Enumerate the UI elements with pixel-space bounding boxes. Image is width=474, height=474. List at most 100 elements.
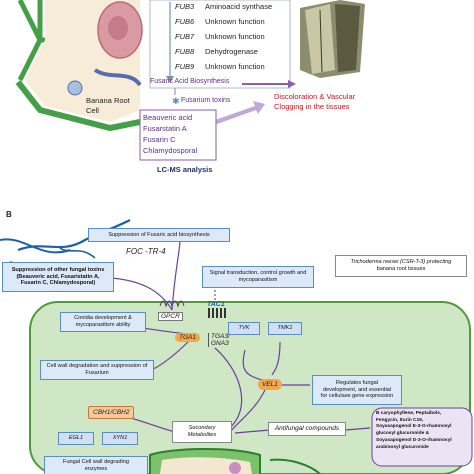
arrow-to-suppress-fusaric	[171, 239, 181, 311]
trichoderma-line2: banana root tissues	[376, 266, 426, 272]
cbh-badge: CBH1/CBH2	[88, 406, 135, 419]
gene-arrow-head	[166, 76, 174, 83]
cellwall-line1: Cell wall degradation and suppression of	[46, 363, 148, 370]
tga3-line2: GNA3	[211, 340, 229, 348]
root-organelle	[229, 462, 241, 474]
trichoderma-line1: Trichoderma reesei (CSR-T-3) protecting	[350, 259, 452, 266]
stem-shadow	[335, 4, 360, 72]
compound-3: Soyasapogenol E-3-O-rhamnosyl	[376, 424, 452, 430]
fusarium-hypha-2	[0, 238, 71, 254]
toxin-4: Chlamydosporal	[143, 146, 198, 155]
signal-box: Signal transduction, control growth and …	[202, 266, 314, 288]
toxin-1: Beauveric acid	[143, 113, 193, 122]
suppress-toxins-line3: Fusarin C, Chlamydosporal)	[20, 280, 96, 287]
root-wall-right	[269, 458, 321, 474]
arrow-antifungal-compounds	[344, 427, 371, 431]
compounds-box	[371, 407, 473, 467]
nucleolus	[108, 16, 128, 40]
gene-fub9: FUB9	[175, 62, 195, 71]
trichoderma-box: Trichoderma reesei (CSR-T-3) protecting …	[335, 255, 467, 277]
gene-fub9-function: Unknown function	[205, 62, 265, 71]
toxins-box	[139, 109, 217, 161]
arrow-metabolites-antifungal	[234, 429, 271, 434]
fungal-hypha	[93, 68, 142, 87]
conidia-box: Conidia development & mycoparasitism abi…	[60, 312, 146, 332]
tac1-label: TAC1	[207, 301, 225, 308]
stem-highlight	[305, 4, 335, 74]
compound-6: arabinosyl glucuronide	[376, 444, 429, 450]
antifungal-box: Antifungal compounds	[268, 422, 346, 436]
arrow-tmk1-vel1	[271, 341, 281, 376]
vel1-badge: VEL1	[258, 379, 282, 390]
signal-line2: mycoparasitism	[238, 277, 278, 283]
gene-fub3-function: Aminoacid synthase	[205, 2, 273, 11]
outcome-line1: Discoloration & Vascular	[274, 92, 356, 101]
outcome-line2: Clogging in the tissues	[274, 102, 350, 111]
biosynthesis-arrowhead	[288, 80, 296, 88]
gene-fub6: FUB6	[175, 17, 195, 26]
biosynthesis-label: Fusaric Acid Biosynthesis	[150, 78, 230, 85]
regulates-line2: development, and essential	[322, 386, 392, 393]
conidia-line2: mycoparasitism ability	[75, 322, 131, 328]
gene-fub6-function: Unknown function	[205, 17, 265, 26]
secondary-line2: Metabolites	[187, 432, 217, 438]
gene-fub8: FUB8	[175, 47, 195, 56]
gene-fub3: FUB3	[175, 2, 195, 11]
cell-label-line2: Cell	[86, 106, 99, 115]
signal-line1: Signal transduction, control growth and	[209, 270, 307, 277]
secondary-metabolites-box: Secondary Metabolites	[172, 421, 232, 443]
analysis-label: LC-MS analysis	[157, 165, 213, 174]
toxins-label: Fusarium toxins	[181, 97, 231, 104]
compound-4: glucosyl glucuronide &	[376, 431, 430, 437]
cellwall-box: Cell wall degradation and suppression of…	[40, 360, 154, 380]
cellwall-line2: Fusarium	[85, 370, 109, 376]
fcw-line1: Fungal Cell wall degrading	[63, 458, 129, 465]
compound-1: B caryophyllene, Peptaibols,	[376, 411, 442, 416]
trichoderma-cell	[29, 301, 471, 474]
root-cell-inner	[160, 457, 252, 474]
toxin-2: Fusarstatin A	[143, 124, 187, 133]
suppress-toxins-box: Suppression of other fungal toxins (Beau…	[2, 262, 114, 292]
gene-fub8-function: Dehydrogenase	[205, 47, 258, 56]
suppress-toxins-line2: (Beauveric acid, Fusaristatin A,	[16, 273, 100, 280]
gene-list-frame	[149, 0, 291, 89]
fcw-line2: enzymes	[84, 465, 108, 472]
vacuole	[67, 80, 83, 96]
egl1-box: EGL1	[58, 432, 94, 445]
gpcr-label: GPCR	[158, 312, 183, 321]
cell-wall-bottom	[15, 80, 151, 132]
suppress-fusaric-box: Suppression of Fusaric acid biosynthesis	[88, 228, 230, 242]
toxin-outcome-arrow	[215, 101, 265, 124]
arrow-tga3-metabolites	[214, 347, 243, 433]
tvk-box: TVK	[228, 322, 260, 335]
toxin-spark-icon: ✱	[172, 96, 180, 106]
gene-fub7: FUB7	[175, 32, 195, 41]
gene-fub7-function: Unknown function	[205, 32, 265, 41]
foc-label: FOC -TR-4	[126, 247, 166, 256]
panel-b-letter: B	[6, 210, 12, 219]
compounds-list: B caryophyllene, Peptaibols, Fengycin, I…	[376, 411, 452, 451]
regulates-box: Regulates fungal development, and essent…	[312, 375, 402, 405]
panel-b-graphics	[0, 219, 473, 474]
regulates-line1: Regulates fungal	[336, 379, 378, 386]
tmk1-box: TMK1	[268, 322, 302, 335]
tga1-badge: TGA1	[175, 333, 200, 342]
tga3-line1: TGA3/	[211, 333, 230, 340]
cell-label-line1: Banana Root	[86, 96, 130, 105]
stem-streak	[319, 9, 323, 73]
conidia-line1: Conidia development &	[74, 315, 132, 322]
arrow-tvk-vel1	[242, 349, 263, 381]
suppress-toxins-line1: Suppression of other fungal toxins	[11, 266, 105, 273]
arrow-vel1-metabolites	[229, 389, 266, 433]
secondary-line1: Secondary	[188, 425, 216, 432]
fcw-box: Fungal Cell wall degrading enzymes	[44, 456, 148, 474]
tga3-label: TGA3/ GNA3	[208, 333, 230, 348]
regulates-line3: for cellulase gene expression	[320, 393, 394, 400]
compound-2: Fengycin, Iturin C19,	[376, 417, 424, 423]
xyn1-box: XYN1	[102, 432, 138, 445]
arrow-to-suppress-toxins	[109, 277, 173, 311]
toxin-3: Fusarin C	[143, 135, 176, 144]
tac1-channel	[208, 308, 226, 318]
panel-a-graphics	[15, 0, 372, 161]
compound-5: Soyasapogenol D-3-O-rhamnosyl	[376, 437, 452, 443]
